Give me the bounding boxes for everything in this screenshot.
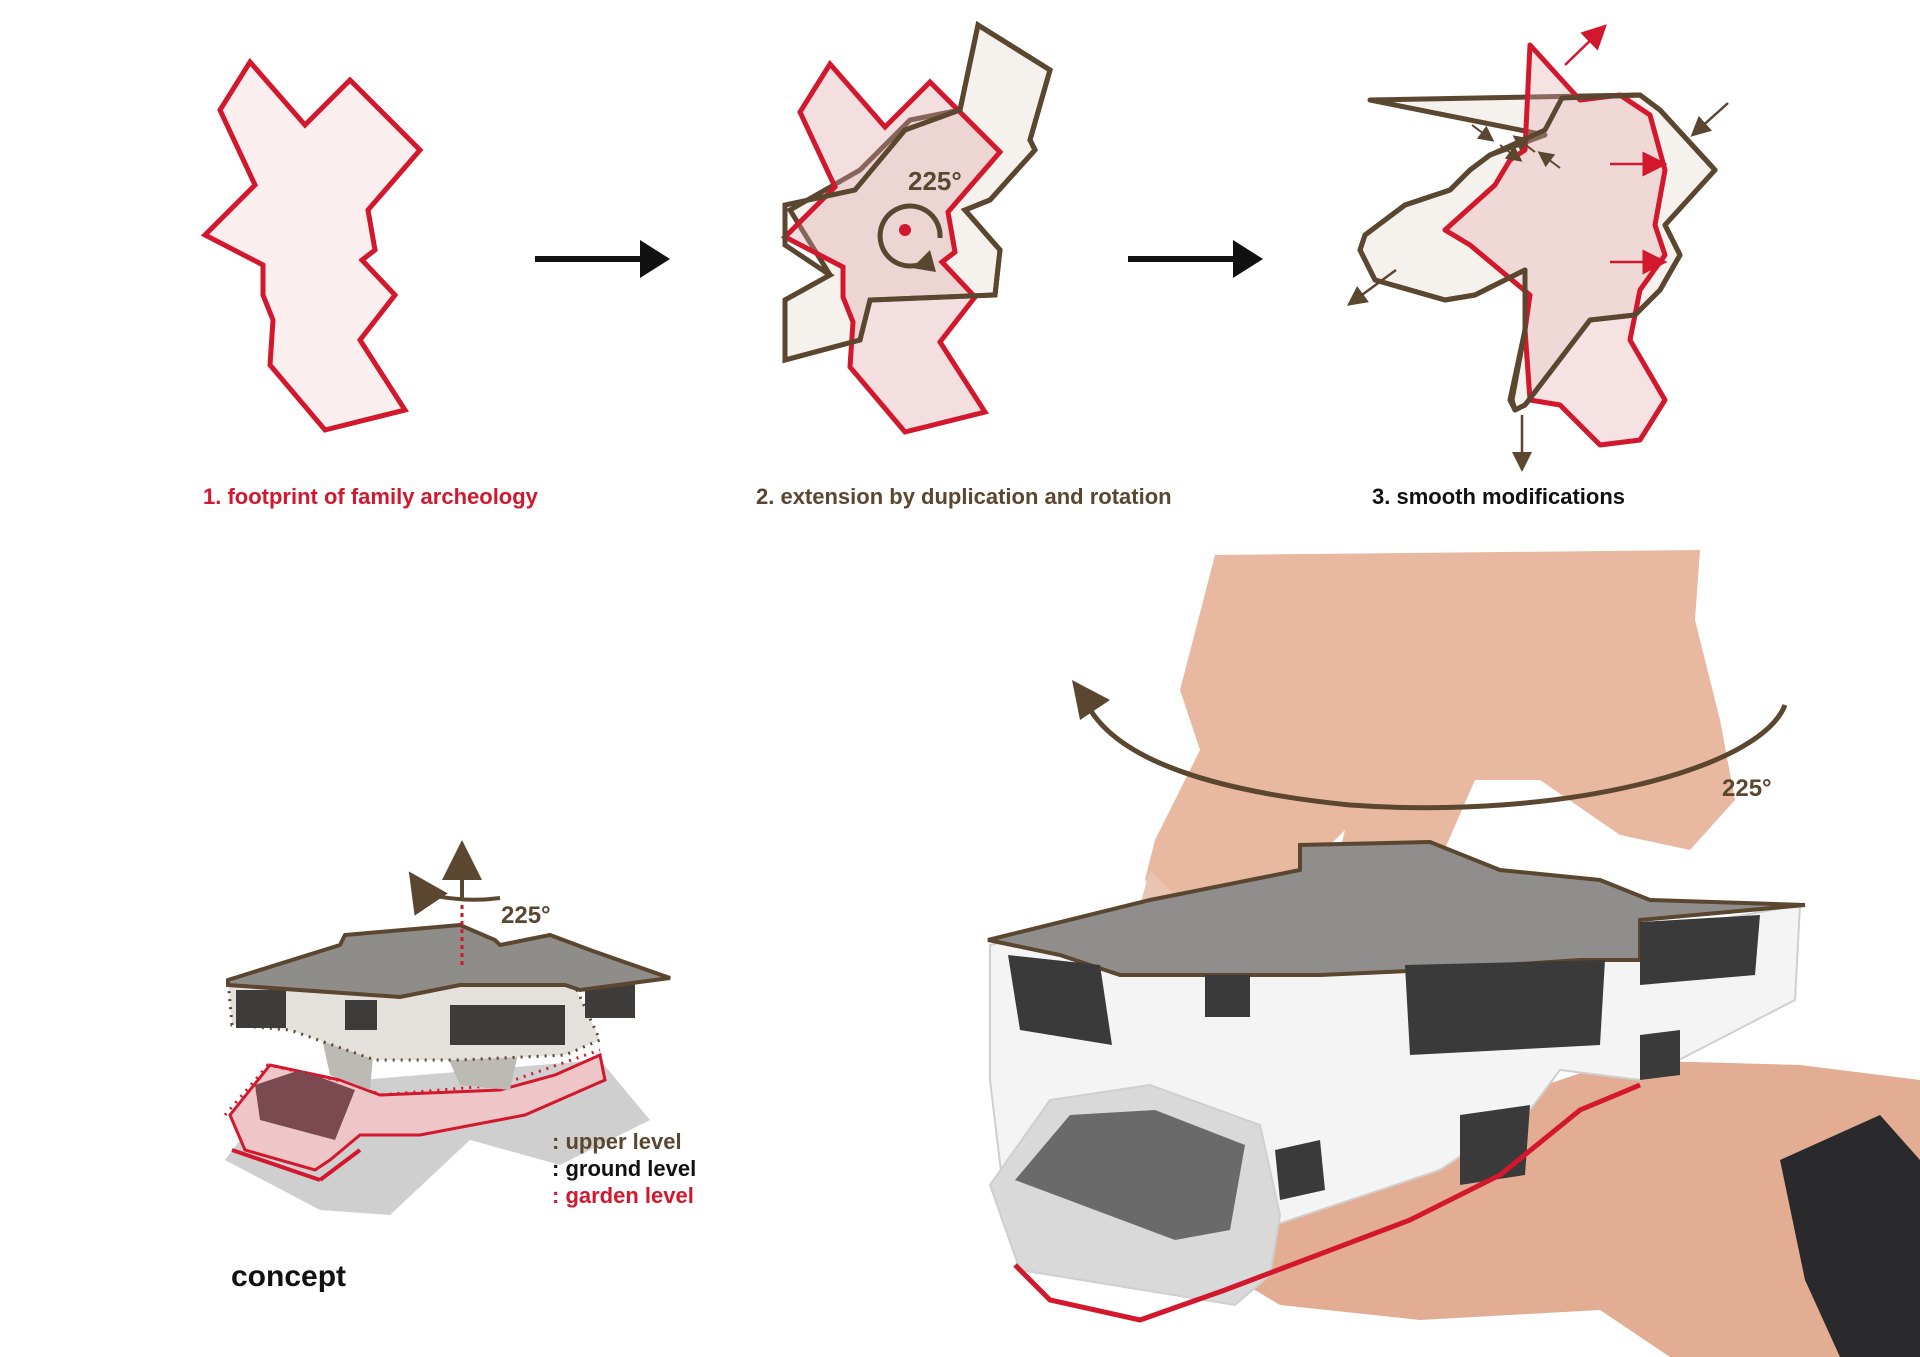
step3-caption: 3. smooth modifications bbox=[1372, 484, 1626, 509]
rotation-arrow-icon bbox=[877, 203, 943, 272]
legend-ground-level: : ground level bbox=[552, 1156, 697, 1181]
step1-caption: 1. footprint of family archeology bbox=[203, 484, 538, 509]
modified-brown-outline bbox=[1357, 92, 1718, 413]
modified-red-shape bbox=[1442, 42, 1668, 448]
legend-garden-level: : garden level bbox=[552, 1183, 694, 1208]
footprint-shape-1 bbox=[200, 57, 424, 433]
concept-model bbox=[223, 840, 671, 1215]
photo-angle-label: 225° bbox=[1722, 775, 1772, 802]
hand-held-model-photo bbox=[987, 550, 1920, 1357]
concept-label: concept bbox=[231, 1260, 347, 1293]
step-arrow-2 bbox=[1128, 240, 1263, 278]
step2-caption: 2. extension by duplication and rotation bbox=[756, 484, 1172, 509]
rotated-duplicate-outline bbox=[782, 20, 1053, 364]
modification-arrows bbox=[1346, 24, 1729, 472]
legend-upper-level: : upper level bbox=[552, 1129, 682, 1154]
level-legend: : upper level : ground level : garden le… bbox=[552, 1128, 696, 1209]
step2-angle-label: 225° bbox=[908, 166, 962, 196]
concept-angle-label: 225° bbox=[501, 902, 551, 929]
step-arrow-1 bbox=[535, 240, 670, 278]
